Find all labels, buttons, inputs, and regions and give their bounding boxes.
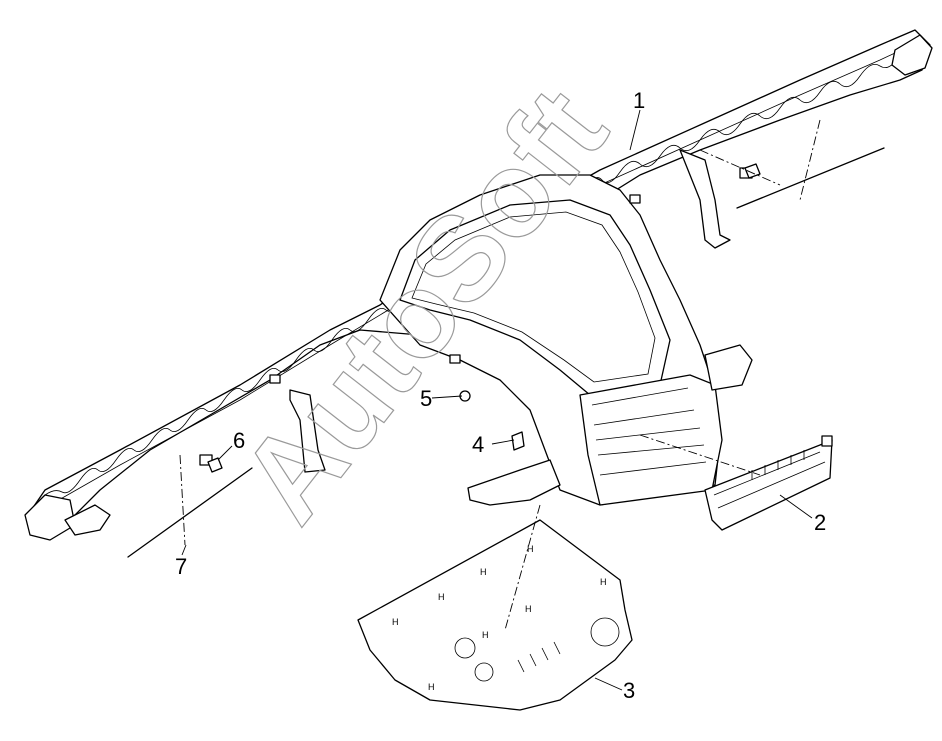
callouts: 1 2 3 4 5 6 7 (175, 88, 826, 703)
svg-text:H: H (480, 567, 487, 577)
svg-text:H: H (428, 682, 435, 692)
part-4-clip (511, 431, 525, 451)
part-7-rod (127, 147, 885, 558)
callout-1: 1 (633, 88, 645, 113)
part-1-instrument-panel (24, 29, 933, 541)
part-3-cover-plate: H H H H H H H H (357, 519, 633, 711)
callout-7: 7 (175, 554, 187, 579)
callout-2: 2 (814, 510, 826, 535)
callout-3: 3 (623, 678, 635, 703)
assembly-lines (179, 119, 821, 631)
svg-text:H: H (527, 544, 534, 554)
svg-text:H: H (525, 604, 532, 614)
leader-lines (181, 109, 813, 691)
callout-4: 4 (472, 432, 484, 457)
callout-6: 6 (233, 428, 245, 453)
callout-5: 5 (420, 386, 432, 411)
svg-text:H: H (482, 630, 489, 640)
svg-text:H: H (392, 617, 399, 627)
svg-text:H: H (438, 592, 445, 602)
svg-text:H: H (600, 577, 607, 587)
part-2-center-bezel (704, 435, 833, 531)
part-6-nut (207, 163, 761, 473)
